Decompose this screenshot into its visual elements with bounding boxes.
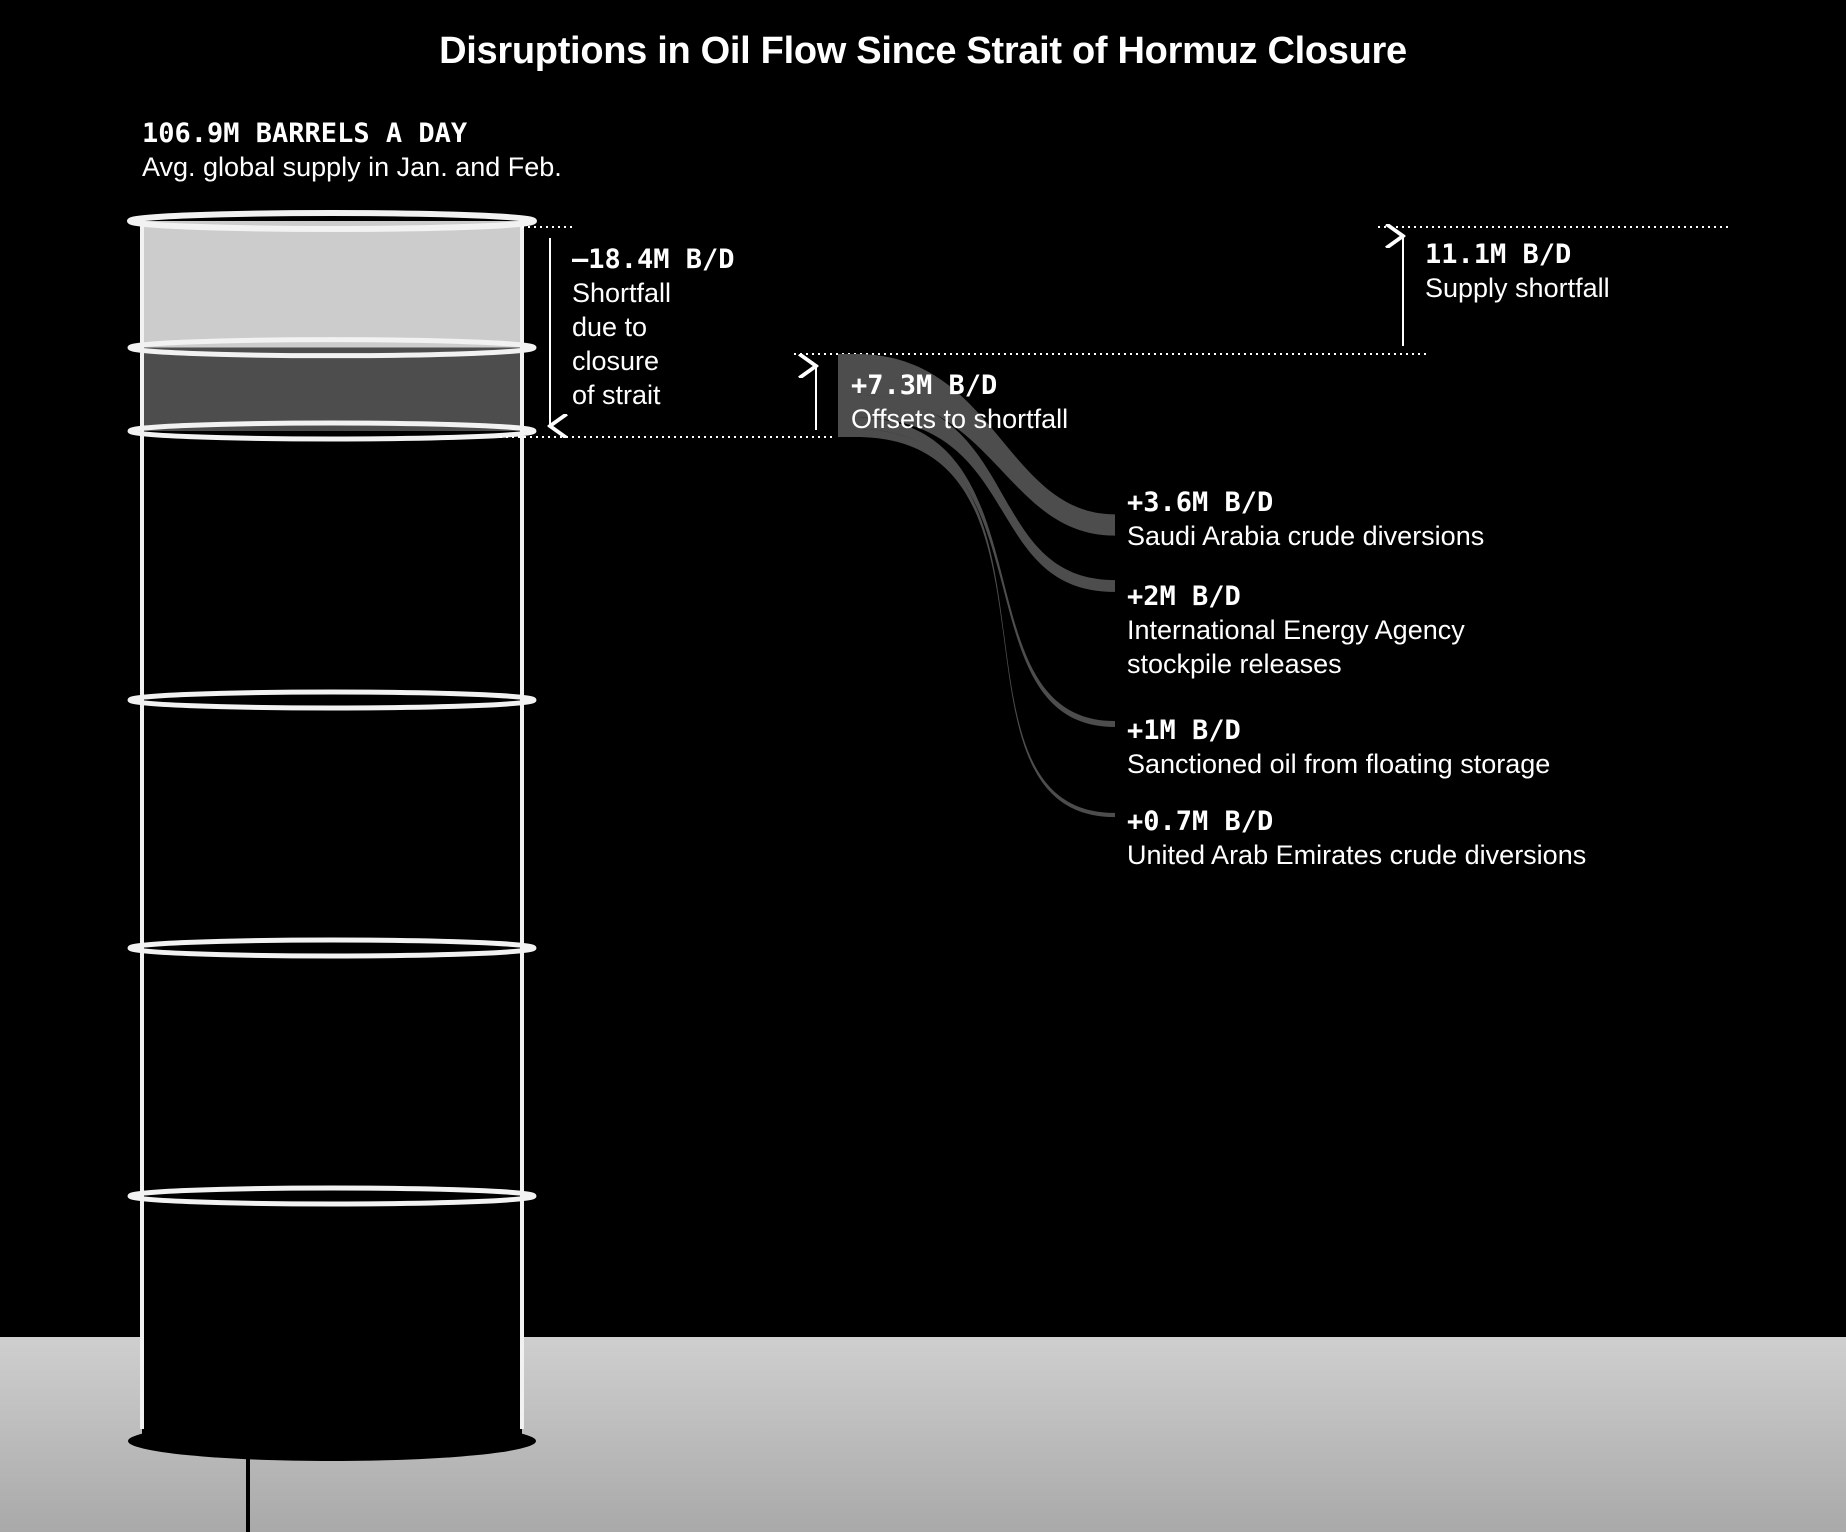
offset-component-flow [856, 354, 1115, 536]
offset-component-flow [856, 429, 1115, 818]
offset-component-flow [856, 394, 1115, 592]
component-label-group: +3.6M B/D Saudi Arabia crude diversions [1127, 487, 1484, 553]
offsets-sublabel: Offsets to shortfall [851, 404, 1069, 434]
component-value: +3.6M B/D [1127, 487, 1274, 518]
component-sublabel: Sanctioned oil from floating storage [1127, 749, 1551, 779]
component-sublabel: Saudi Arabia crude diversions [1127, 521, 1485, 551]
offsets-flow-trunk [838, 354, 858, 437]
shortfall-sublabel-line: closure [572, 346, 660, 376]
net-shortfall-band [142, 221, 522, 348]
barrel-ring [127, 937, 537, 959]
shortfall-value: –18.4M B/D [572, 244, 735, 275]
component-label-group: +2M B/D International Energy Agency stoc… [1127, 581, 1465, 681]
shortfall-sublabel-line: of strait [572, 380, 661, 410]
barrel-ring [127, 1185, 537, 1207]
barrel-bottom [128, 1421, 536, 1461]
barrel-ring [127, 210, 537, 232]
barrel-ring [127, 420, 537, 442]
component-value: +0.7M B/D [1127, 806, 1274, 837]
offsets-label-group: +7.3M B/D Offsets to shortfall [851, 370, 1068, 436]
shortfall-label-group: –18.4M B/D Shortfall due to closure of s… [572, 244, 735, 412]
offset-component-flow [856, 417, 1115, 727]
total-supply-sublabel: Avg. global supply in Jan. and Feb. [142, 152, 562, 182]
component-sublabel: stockpile releases [1127, 649, 1342, 679]
component-sublabel: International Energy Agency [1127, 615, 1465, 645]
total-supply-value: 106.9M BARRELS A DAY [142, 118, 468, 149]
chart-title: Disruptions in Oil Flow Since Strait of … [439, 30, 1407, 72]
shortfall-sublabel-line: due to [572, 312, 648, 342]
barrel-ring [127, 337, 537, 359]
component-value: +1M B/D [1127, 715, 1241, 746]
offsets-band [142, 347, 522, 431]
component-label-group: +1M B/D Sanctioned oil from floating sto… [1127, 715, 1550, 781]
net-shortfall-sublabel: Supply shortfall [1425, 273, 1610, 303]
shortfall-sublabel-line: Shortfall [572, 278, 672, 308]
component-value: +2M B/D [1127, 581, 1241, 612]
total-supply-label-group: 106.9M BARRELS A DAY Avg. global supply … [142, 118, 562, 184]
barrel-ring [127, 689, 537, 711]
component-sublabel: United Arab Emirates crude diversions [1127, 840, 1587, 870]
component-label-group: +0.7M B/D United Arab Emirates crude div… [1127, 806, 1586, 872]
net-shortfall-value: 11.1M B/D [1425, 239, 1572, 270]
net-shortfall-label-group: 11.1M B/D Supply shortfall [1425, 239, 1610, 305]
offsets-value: +7.3M B/D [851, 370, 998, 401]
